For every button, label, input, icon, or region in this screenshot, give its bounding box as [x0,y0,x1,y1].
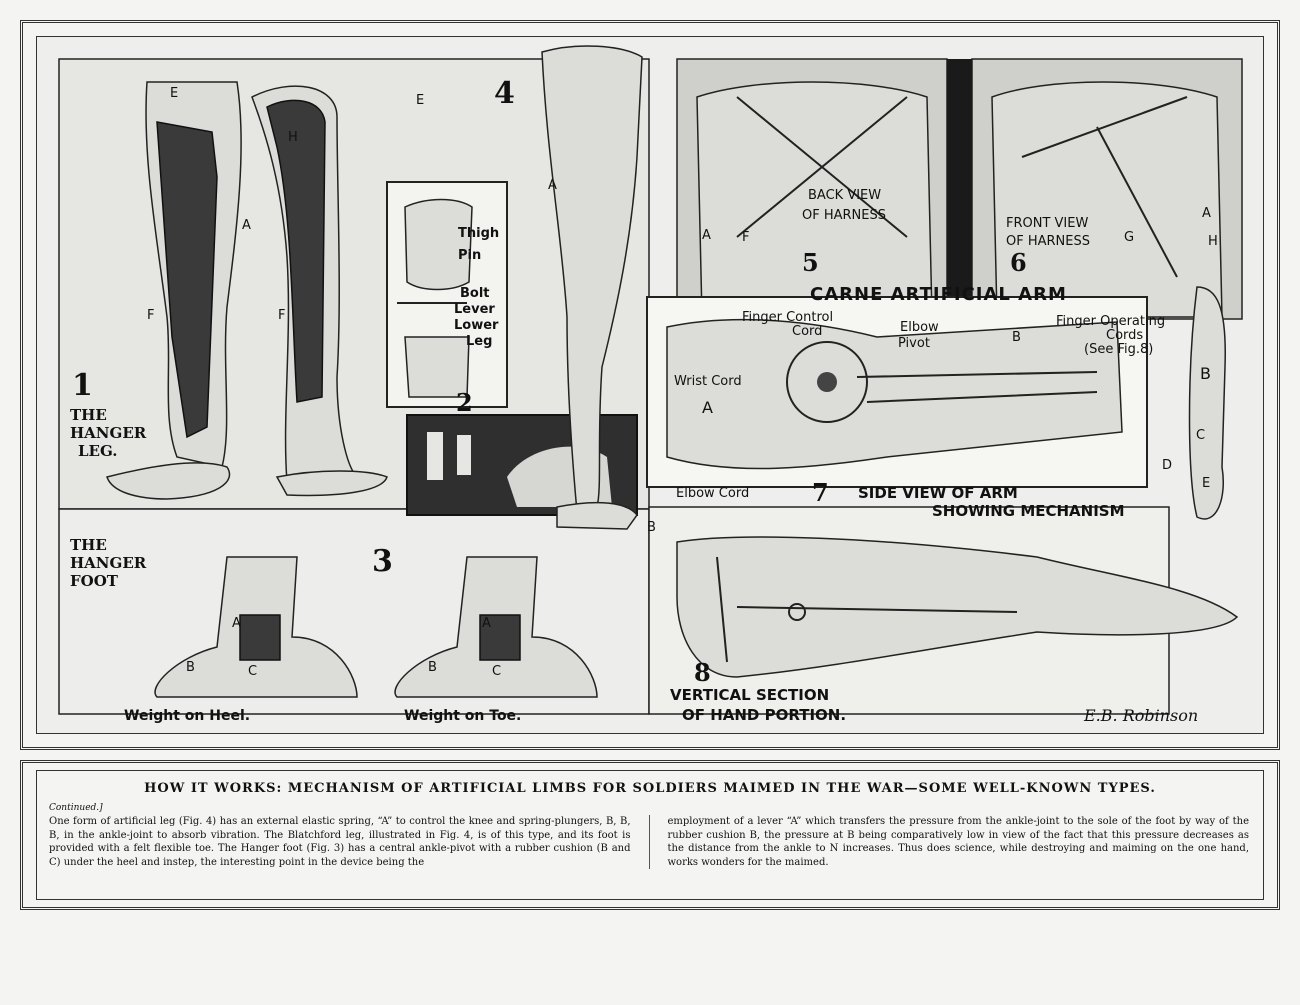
illustration-drawing [58,45,1243,715]
letter-a-fig5: A [702,228,711,243]
fig7-caption-line2: SHOWING MECHANISM [932,502,1125,520]
caption-outer-frame [20,760,1280,910]
fig3-title-line1: THE [70,536,107,554]
fig2-label-leg: Leg [466,334,493,349]
fig8-caption-line1: VERTICAL SECTION [670,686,830,704]
letter-e-fig1b: E [416,93,425,108]
letter-f-fig1: F [147,308,155,323]
fig3-toe-caption: Weight on Toe. [404,708,522,724]
fig7-label-elbow: Elbow [900,320,939,335]
fig2-number: 2 [456,388,473,417]
fig7-label-finger-control: Finger Control [742,310,834,325]
fig3-title-line2: HANGER [70,554,147,572]
caption-column-2: employment of a lever “A” which transfer… [667,816,1250,868]
fig5-caption-line1: BACK VIEW [808,188,882,203]
fig8-caption-line2: OF HAND PORTION. [682,706,847,724]
letter-h-fig6: H [1208,234,1218,249]
letter-c-fig3-heel: C [248,664,258,679]
fig7-label-pivot: Pivot [898,336,930,351]
letter-a-fig7: A [702,398,713,417]
artist-signature: E.B. Robinson [1084,706,1199,725]
letter-a-fig1: A [242,218,251,233]
letter-b-arm: B [1200,364,1211,383]
letter-e-fig1: E [170,86,179,101]
fig1-number: 1 [72,368,93,403]
letter-b-fig4: B [647,520,656,535]
fig1-title-line2: HANGER [70,424,147,442]
fig3-number: 3 [372,544,393,579]
letter-h-fig1: H [288,130,298,145]
fig7-label-finger-operating: Finger Operating [1056,314,1166,329]
caption-column-1: One form of artificial leg (Fig. 4) has … [49,816,631,868]
fig7-label-cords: Cords [1106,328,1144,343]
caption-columns: One form of artificial leg (Fig. 4) has … [49,815,1249,869]
fig1-title-line3: LEG. [78,442,118,460]
fig7-label-cord: Cord [792,324,823,339]
fig2-label-pin: Pin [458,248,482,263]
letter-b-fig7: B [1012,330,1021,345]
fig7-label-wrist-cord: Wrist Cord [674,374,742,389]
fig7-label-elbow-cord: Elbow Cord [676,486,750,501]
fig7-number: 7 [812,478,829,507]
letter-g-fig6: G [1124,230,1135,245]
letter-f-fig1b: F [278,308,286,323]
fig7-label-see-fig8: (See Fig.8) [1084,342,1154,357]
letter-b-fig3-heel: B [186,660,195,675]
fig3-title-line3: FOOT [70,572,118,590]
caption-headline: HOW IT WORKS: MECHANISM OF ARTIFICIAL LI… [144,781,1156,796]
letter-e-arm: E [1202,476,1211,491]
letter-b-fig3-toe: B [428,660,437,675]
caption-continued: Continued.] [49,803,103,813]
fig2-label-lever: Lever [454,302,495,317]
fig6-number: 6 [1010,248,1027,277]
letter-a-fig4: A [548,178,557,193]
fig4-number: 4 [494,76,515,111]
letter-c-arm: C [1196,428,1206,443]
fig6-caption-line2: OF HARNESS [1006,234,1090,249]
fig3-heel-caption: Weight on Heel. [124,708,251,724]
letter-a-fig6: A [1202,206,1211,221]
letter-c-fig3-toe: C [492,664,502,679]
caption-box: HOW IT WORKS: MECHANISM OF ARTIFICIAL LI… [36,770,1264,900]
fig2-label-bolt: Bolt [460,286,490,301]
fig2-label-thigh: Thigh [458,226,500,241]
fig8-number: 8 [694,658,711,687]
fig6-caption-line1: FRONT VIEW [1006,216,1089,231]
fig5-caption-line2: OF HARNESS [802,208,886,223]
letter-a-fig3-toe: A [482,616,491,631]
letter-a-fig3-heel: A [232,616,241,631]
letter-d-arm: D [1162,458,1173,473]
arm-title: CARNE ARTIFICIAL ARM [810,284,1067,305]
fig1-title-line1: THE [70,406,107,424]
fig5-number: 5 [802,248,819,277]
plate-outer-frame [20,20,1280,750]
fig7-caption-line1: SIDE VIEW OF ARM [858,484,1018,502]
fig2-label-lower: Lower [454,318,499,333]
caption-column-divider [648,815,650,869]
letter-f-fig5: F [742,230,750,245]
plate-illustration [36,36,1264,734]
